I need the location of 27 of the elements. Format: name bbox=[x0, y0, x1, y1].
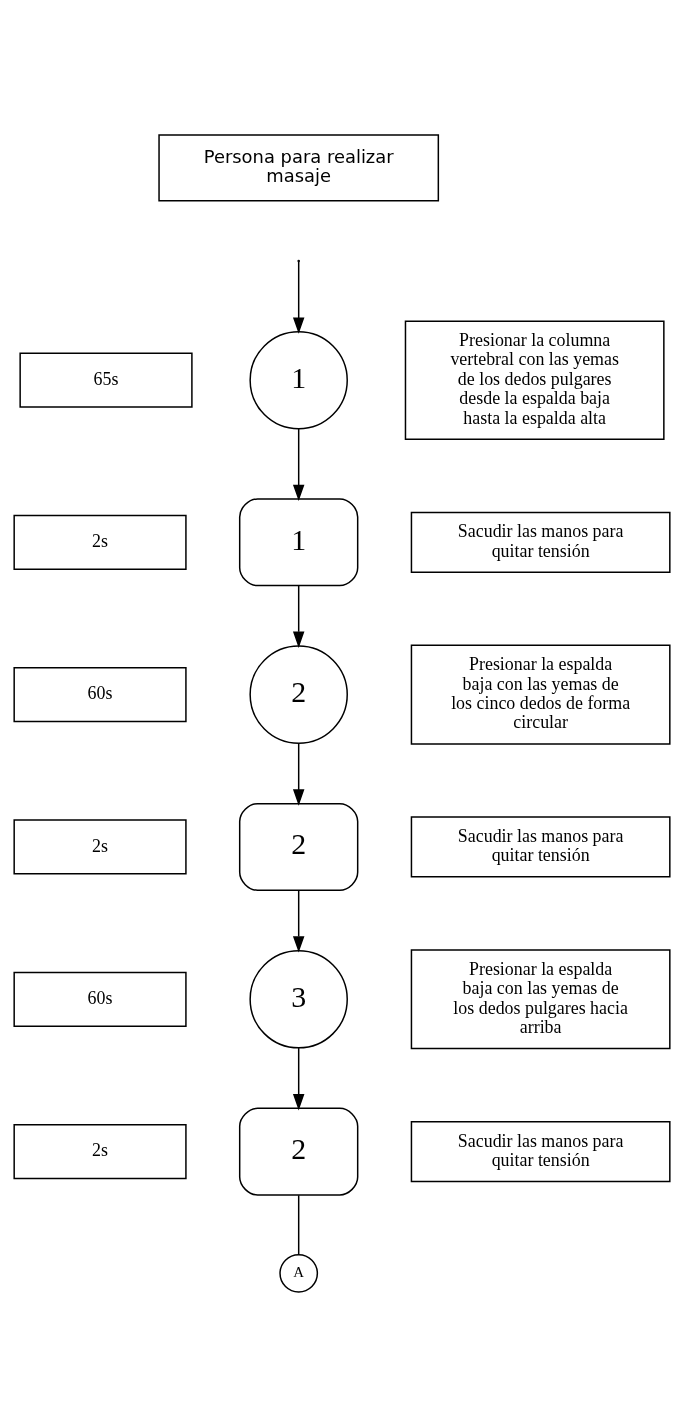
node-box: Sacudir las manos para quitar tensión bbox=[410, 511, 671, 573]
arrow bbox=[292, 1046, 305, 1110]
arrow bbox=[292, 427, 305, 501]
arrow bbox=[292, 742, 305, 806]
node-box: 60s bbox=[13, 666, 187, 722]
arrow bbox=[292, 260, 305, 334]
node-box: 2 bbox=[238, 1107, 359, 1196]
node-circle: 3 bbox=[249, 949, 348, 1049]
node-box: 2 bbox=[238, 802, 359, 891]
node-box: 60s bbox=[13, 971, 187, 1027]
node-box: 1 bbox=[238, 497, 359, 586]
node-box: 65s bbox=[19, 352, 193, 408]
node-box: Presionar la espalda baja con las yemas de los dedos pulgares hacia arriba bbox=[410, 948, 671, 1049]
node-circle: A bbox=[279, 1253, 319, 1293]
node-box: 2s bbox=[13, 818, 187, 875]
node-box: Presionar la espalda baja con las yemas de los cinco dedos de forma circular bbox=[410, 644, 671, 745]
node-circle: 1 bbox=[249, 330, 348, 430]
node-box: Presionar la columna vertebral con las yemas de los dedos pulgares desde la espalda baja hasta la espalda alta bbox=[404, 320, 665, 440]
node-circle: 2 bbox=[249, 644, 348, 744]
node-box: Persona para realizar masaje bbox=[158, 133, 440, 201]
arrow bbox=[292, 889, 305, 953]
node-box: Sacudir las manos para quitar tensión bbox=[410, 815, 671, 878]
node-box: 2s bbox=[13, 514, 187, 570]
arrow bbox=[292, 584, 305, 648]
connector bbox=[297, 1194, 300, 1255]
node-box: 2s bbox=[13, 1123, 187, 1179]
node-box: Sacudir las manos para quitar tensión bbox=[410, 1120, 671, 1182]
